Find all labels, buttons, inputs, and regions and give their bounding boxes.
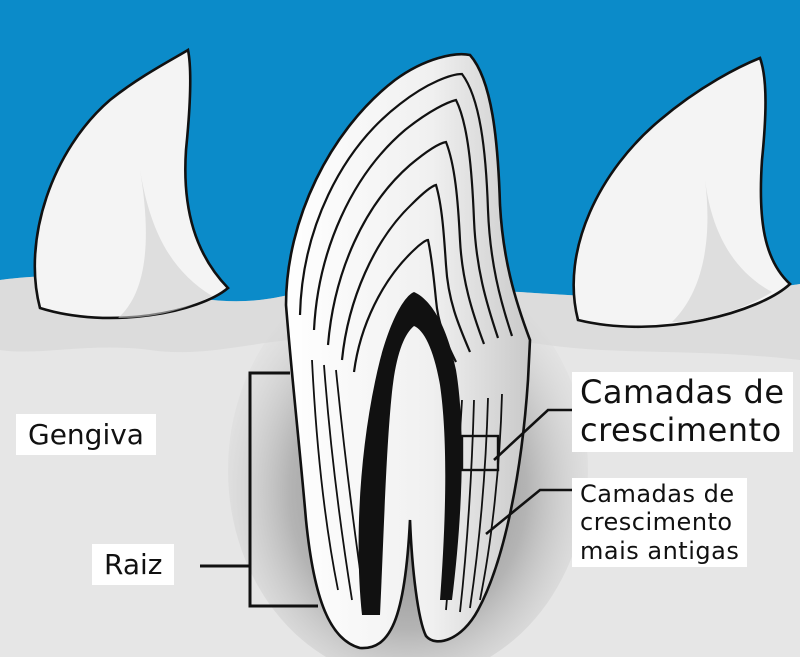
growth-layers <box>298 72 514 373</box>
new-layers-line-1: Camadas de <box>580 373 785 411</box>
left-tooth <box>33 47 230 320</box>
new-layers-callout-box <box>460 434 500 472</box>
new-growth-layers-label: Camadas de crescimento <box>572 372 793 452</box>
pulp-cavity <box>358 292 462 615</box>
left-tooth-shade <box>118 170 212 318</box>
old-layers-line-3: mais antigas <box>580 536 740 565</box>
gum-label: Gengiva <box>16 414 156 456</box>
new-layers-line-2: crescimento <box>580 410 782 449</box>
new-layers-leader-line <box>493 408 574 461</box>
right-tooth-shade <box>672 180 772 322</box>
root-label: Raiz <box>92 544 175 586</box>
old-layers-line-2: crescimento <box>580 508 733 537</box>
root-bracket <box>200 371 318 608</box>
sectioned-tooth-outline <box>284 53 532 650</box>
right-tooth <box>572 56 792 329</box>
old-layers-line-1: Camadas de <box>580 480 735 508</box>
old-growth-layers-label: Camadas de crescimento mais antigas <box>572 478 748 567</box>
old-layers-leader-line <box>485 488 572 536</box>
